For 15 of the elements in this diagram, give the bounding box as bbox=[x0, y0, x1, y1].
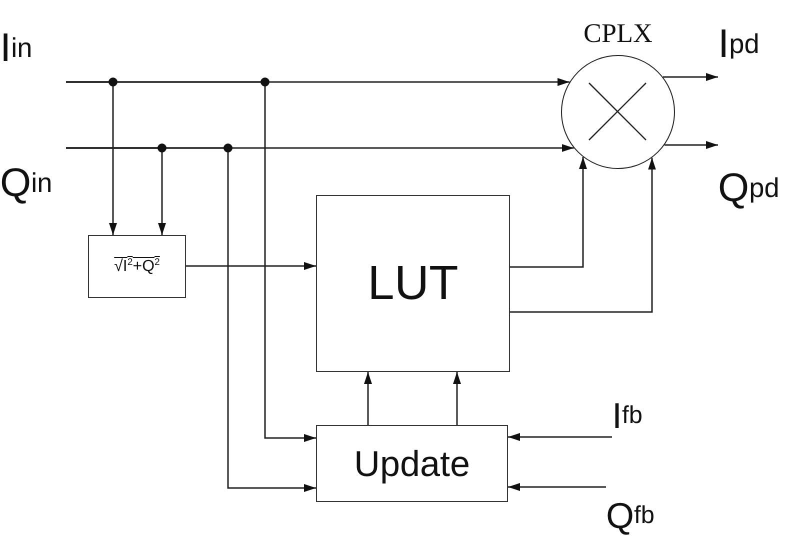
arrow bbox=[510, 157, 587, 268]
arrow bbox=[510, 158, 656, 313]
arrow bbox=[664, 141, 718, 149]
arrow bbox=[66, 81, 316, 442]
formula-box: √I$^{2}$+Q$^{2}$ bbox=[88, 235, 186, 298]
arrow bbox=[186, 262, 316, 270]
update-box: Update bbox=[316, 425, 508, 502]
arrow bbox=[508, 433, 612, 441]
arrow bbox=[663, 73, 718, 81]
arrow bbox=[66, 147, 316, 492]
arrow bbox=[453, 372, 461, 425]
arrow bbox=[508, 483, 606, 491]
lut-box: LUT bbox=[316, 195, 510, 372]
arrow bbox=[364, 372, 372, 425]
multiplier-label: CPLX bbox=[582, 20, 654, 47]
